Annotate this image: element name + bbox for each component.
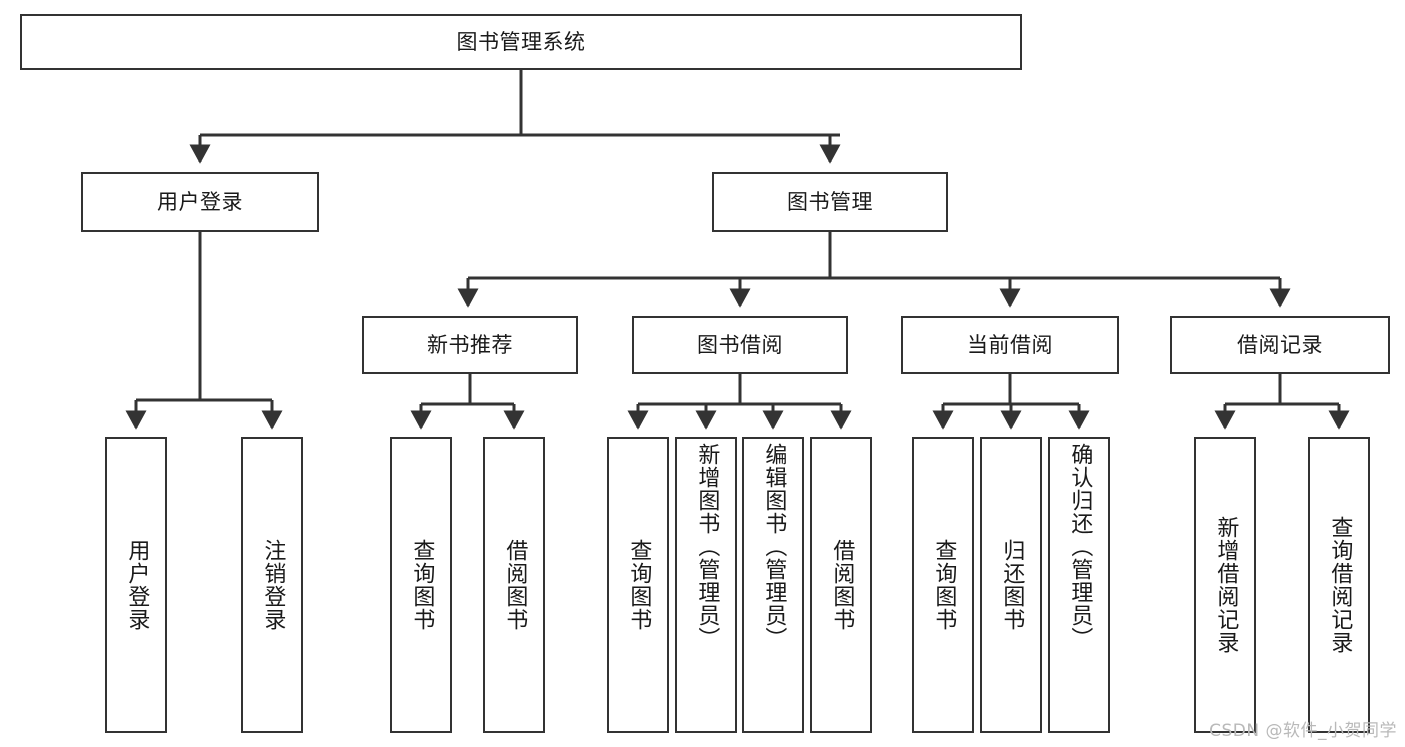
leaf-borrow-book-nbr-label: 借阅图书 [502, 539, 528, 631]
leaf-return-book[interactable]: 归还图书 [980, 437, 1042, 733]
node-current-borrow-label: 当前借阅 [967, 332, 1053, 357]
leaf-borrow-book-bb-label: 借阅图书 [829, 539, 855, 631]
leaf-query-borrow-record[interactable]: 查询借阅记录 [1308, 437, 1370, 733]
leaf-add-book-admin[interactable]: 新增图书（管理员） [675, 437, 737, 733]
node-new-book-recommend-label: 新书推荐 [427, 332, 513, 357]
node-root-label: 图书管理系统 [456, 29, 586, 54]
node-current-borrow[interactable]: 当前借阅 [901, 316, 1119, 374]
leaf-query-book-nbr-label: 查询图书 [409, 539, 435, 631]
node-root[interactable]: 图书管理系统 [20, 14, 1022, 70]
node-user-login-label: 用户登录 [157, 189, 243, 214]
leaf-query-book-bb[interactable]: 查询图书 [607, 437, 669, 733]
node-book-borrow[interactable]: 图书借阅 [632, 316, 848, 374]
node-book-management-label: 图书管理 [787, 189, 873, 214]
node-borrow-record-label: 借阅记录 [1237, 332, 1323, 357]
leaf-query-book-bb-label: 查询图书 [626, 539, 652, 631]
watermark-text: CSDN @软件_小贺同学 [1209, 721, 1397, 741]
leaf-query-book-cb-label: 查询图书 [931, 539, 957, 631]
leaf-logout[interactable]: 注销登录 [241, 437, 303, 733]
node-new-book-recommend[interactable]: 新书推荐 [362, 316, 578, 374]
leaf-edit-book-admin-label: 编辑图书（管理员） [761, 443, 787, 650]
leaf-user-login-label: 用户登录 [124, 539, 150, 631]
leaf-add-borrow-record-label: 新增借阅记录 [1213, 516, 1239, 654]
leaf-borrow-book-bb[interactable]: 借阅图书 [810, 437, 872, 733]
leaf-query-book-cb[interactable]: 查询图书 [912, 437, 974, 733]
node-borrow-record[interactable]: 借阅记录 [1170, 316, 1390, 374]
leaf-logout-label: 注销登录 [260, 539, 286, 631]
leaf-edit-book-admin[interactable]: 编辑图书（管理员） [742, 437, 804, 733]
node-book-borrow-label: 图书借阅 [697, 332, 783, 357]
leaf-query-borrow-record-label: 查询借阅记录 [1327, 516, 1353, 654]
leaf-add-book-admin-label: 新增图书（管理员） [694, 443, 720, 650]
leaf-query-book-nbr[interactable]: 查询图书 [390, 437, 452, 733]
leaf-borrow-book-nbr[interactable]: 借阅图书 [483, 437, 545, 733]
leaf-confirm-return-admin[interactable]: 确认归还（管理员） [1048, 437, 1110, 733]
leaf-add-borrow-record[interactable]: 新增借阅记录 [1194, 437, 1256, 733]
leaf-user-login[interactable]: 用户登录 [105, 437, 167, 733]
node-user-login[interactable]: 用户登录 [81, 172, 319, 232]
node-book-management[interactable]: 图书管理 [712, 172, 948, 232]
leaf-confirm-return-admin-label: 确认归还（管理员） [1067, 443, 1093, 650]
leaf-return-book-label: 归还图书 [999, 539, 1025, 631]
